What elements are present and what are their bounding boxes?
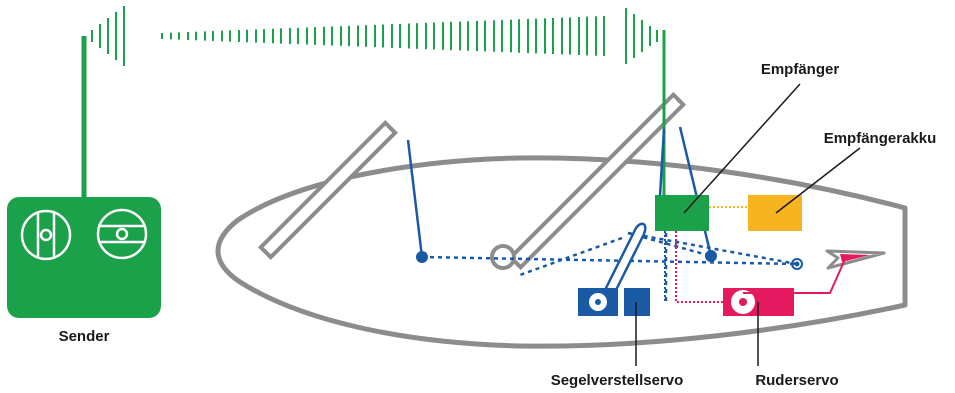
sender-label: Sender xyxy=(59,328,110,345)
transmitter-signal-bars xyxy=(91,6,125,66)
segelverstellservo-label: Segelverstellservo xyxy=(551,372,684,389)
jib-boom xyxy=(257,119,399,261)
pulley-icon xyxy=(791,258,803,270)
stick-vertical-icon xyxy=(20,209,72,261)
ruderservo-label: Ruderservo xyxy=(755,372,838,389)
receiver-signal-bars xyxy=(625,8,658,64)
empfaengerakku-label: Empfängerakku xyxy=(824,130,937,147)
rudder-tip xyxy=(840,254,870,262)
receiver-battery xyxy=(748,195,802,231)
rudder-linkage xyxy=(743,256,847,294)
sail-servo-horn-center xyxy=(595,299,601,305)
radio-signal-dots xyxy=(161,16,605,56)
main-sheet-point xyxy=(705,250,717,262)
sail-servo-body xyxy=(624,288,650,316)
receiver-box xyxy=(655,195,709,231)
main-boom xyxy=(507,91,687,271)
label-leaders xyxy=(635,83,861,366)
empfaenger-label: Empfänger xyxy=(761,61,840,78)
stick-horizontal-icon xyxy=(96,208,148,260)
rudder-servo-horn-center xyxy=(739,298,747,306)
sail-sheets xyxy=(406,126,713,258)
jib-sheet-point xyxy=(416,251,428,263)
mast-foot xyxy=(490,244,516,270)
